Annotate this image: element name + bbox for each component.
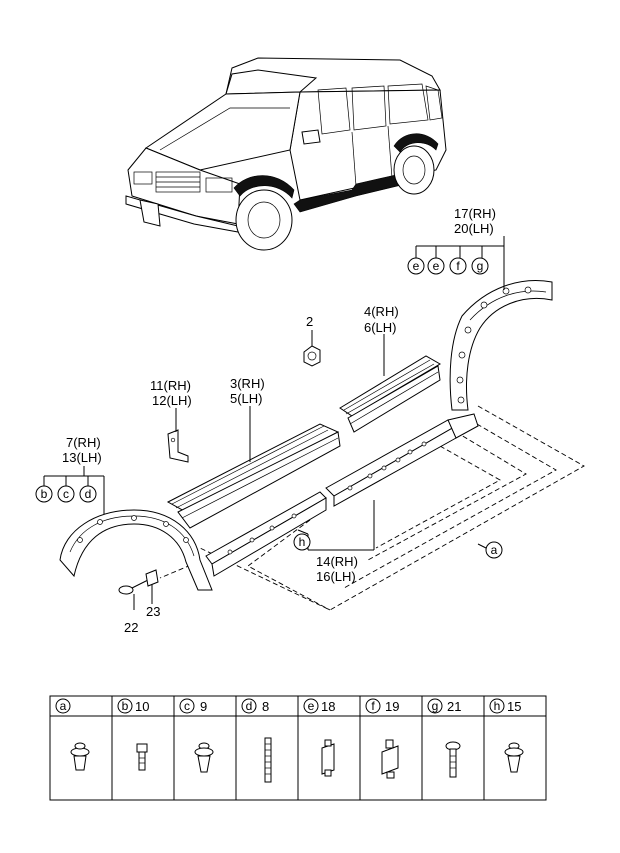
bracket-part-11 — [167, 429, 189, 463]
circle-letter-e2-callout: e — [433, 259, 440, 273]
table-header-letter: a — [60, 699, 67, 713]
table-header-number: 8 — [262, 699, 269, 714]
table-header-letter: g — [432, 699, 439, 713]
clip-fastener-a — [70, 742, 90, 771]
table-header-letter: d — [246, 699, 253, 713]
circle-letter-d-callout: d — [85, 487, 92, 501]
callout-3-rh: 3(RH) — [230, 376, 265, 391]
callout-16-lh: 16(LH) — [316, 569, 356, 584]
table-header-letter: b — [122, 699, 129, 713]
assembly-guide-lines — [159, 405, 585, 611]
circle-letter-c-callout: c — [63, 487, 69, 501]
table-header-h: h 15 — [489, 698, 521, 714]
callout-6-lh: 6(LH) — [364, 320, 397, 335]
callout-4-rh: 4(RH) — [364, 304, 399, 319]
circle-letter-h-callout: h — [299, 535, 306, 549]
circle-letter-e-callout: e — [413, 259, 420, 273]
front-door-molding — [166, 423, 341, 529]
fastener-table: a b 10 c 9 d 8 e 18 f 19 g — [49, 695, 547, 801]
circle-letter-f-callout: f — [456, 259, 460, 273]
table-header-letter: c — [184, 699, 190, 713]
table-header-number: 15 — [507, 699, 521, 714]
screw-clip-fastener-c — [194, 742, 214, 773]
callout-labels: 2 4(RH) 6(LH) 11(RH) 12(LH) 3(RH) 5(LH) … — [62, 206, 496, 635]
circle-letter-g-callout: g — [477, 259, 484, 273]
screw-clip-fastener-h — [504, 742, 524, 773]
nut-part-2 — [303, 345, 321, 367]
table-header-b: b 10 — [117, 698, 149, 714]
clip-fastener-f — [381, 739, 399, 779]
screw-part-22 — [118, 579, 149, 595]
callout-11-rh: 11(RH) — [150, 378, 191, 393]
clip-part-23 — [145, 569, 159, 587]
callout-20-lh: 20(LH) — [454, 221, 494, 236]
callout-7-rh: 7(RH) — [66, 435, 101, 450]
table-header-number: 18 — [321, 699, 335, 714]
table-header-number: 19 — [385, 699, 399, 714]
bolt-fastener-g — [445, 741, 461, 778]
table-header-e: e 18 — [303, 698, 335, 714]
callout-13-lh: 13(LH) — [62, 450, 102, 465]
table-header-g: g 21 — [427, 698, 461, 714]
table-header-letter: f — [371, 699, 375, 713]
table-header-number: 21 — [447, 699, 461, 714]
stud-fastener-d — [264, 737, 272, 783]
molding-rail-rear — [325, 413, 479, 507]
callout-12-lh: 12(LH) — [152, 393, 192, 408]
rear-door-molding — [339, 355, 441, 433]
circle-letter-a-callout: a — [491, 543, 498, 557]
callout-17-rh: 17(RH) — [454, 206, 496, 221]
table-header-f: f 19 — [365, 698, 399, 714]
callout-2: 2 — [306, 314, 313, 329]
callout-23: 23 — [146, 604, 160, 619]
table-header-a: a — [55, 698, 71, 714]
callout-22: 22 — [124, 620, 138, 635]
table-header-letter: h — [494, 699, 501, 713]
table-header-number: 9 — [200, 699, 207, 714]
table-header-d: d 8 — [241, 698, 269, 714]
circle-letter-b-callout: b — [41, 487, 48, 501]
front-fender-flare — [59, 509, 213, 591]
table-header-c: c 9 — [179, 698, 207, 714]
rear-fender-flare — [449, 280, 553, 411]
table-header-number: 10 — [135, 699, 149, 714]
molding-rail-front — [205, 491, 327, 577]
circled-letter-callouts: e e f g b c d h a — [35, 257, 503, 559]
bolt-fastener-b — [136, 743, 148, 771]
callout-5-lh: 5(LH) — [230, 391, 263, 406]
callout-14-rh: 14(RH) — [316, 554, 358, 569]
leader-lines — [43, 236, 505, 610]
clip-fastener-e — [321, 739, 335, 777]
vehicle-illustration — [125, 57, 447, 251]
table-header-letter: e — [308, 699, 315, 713]
